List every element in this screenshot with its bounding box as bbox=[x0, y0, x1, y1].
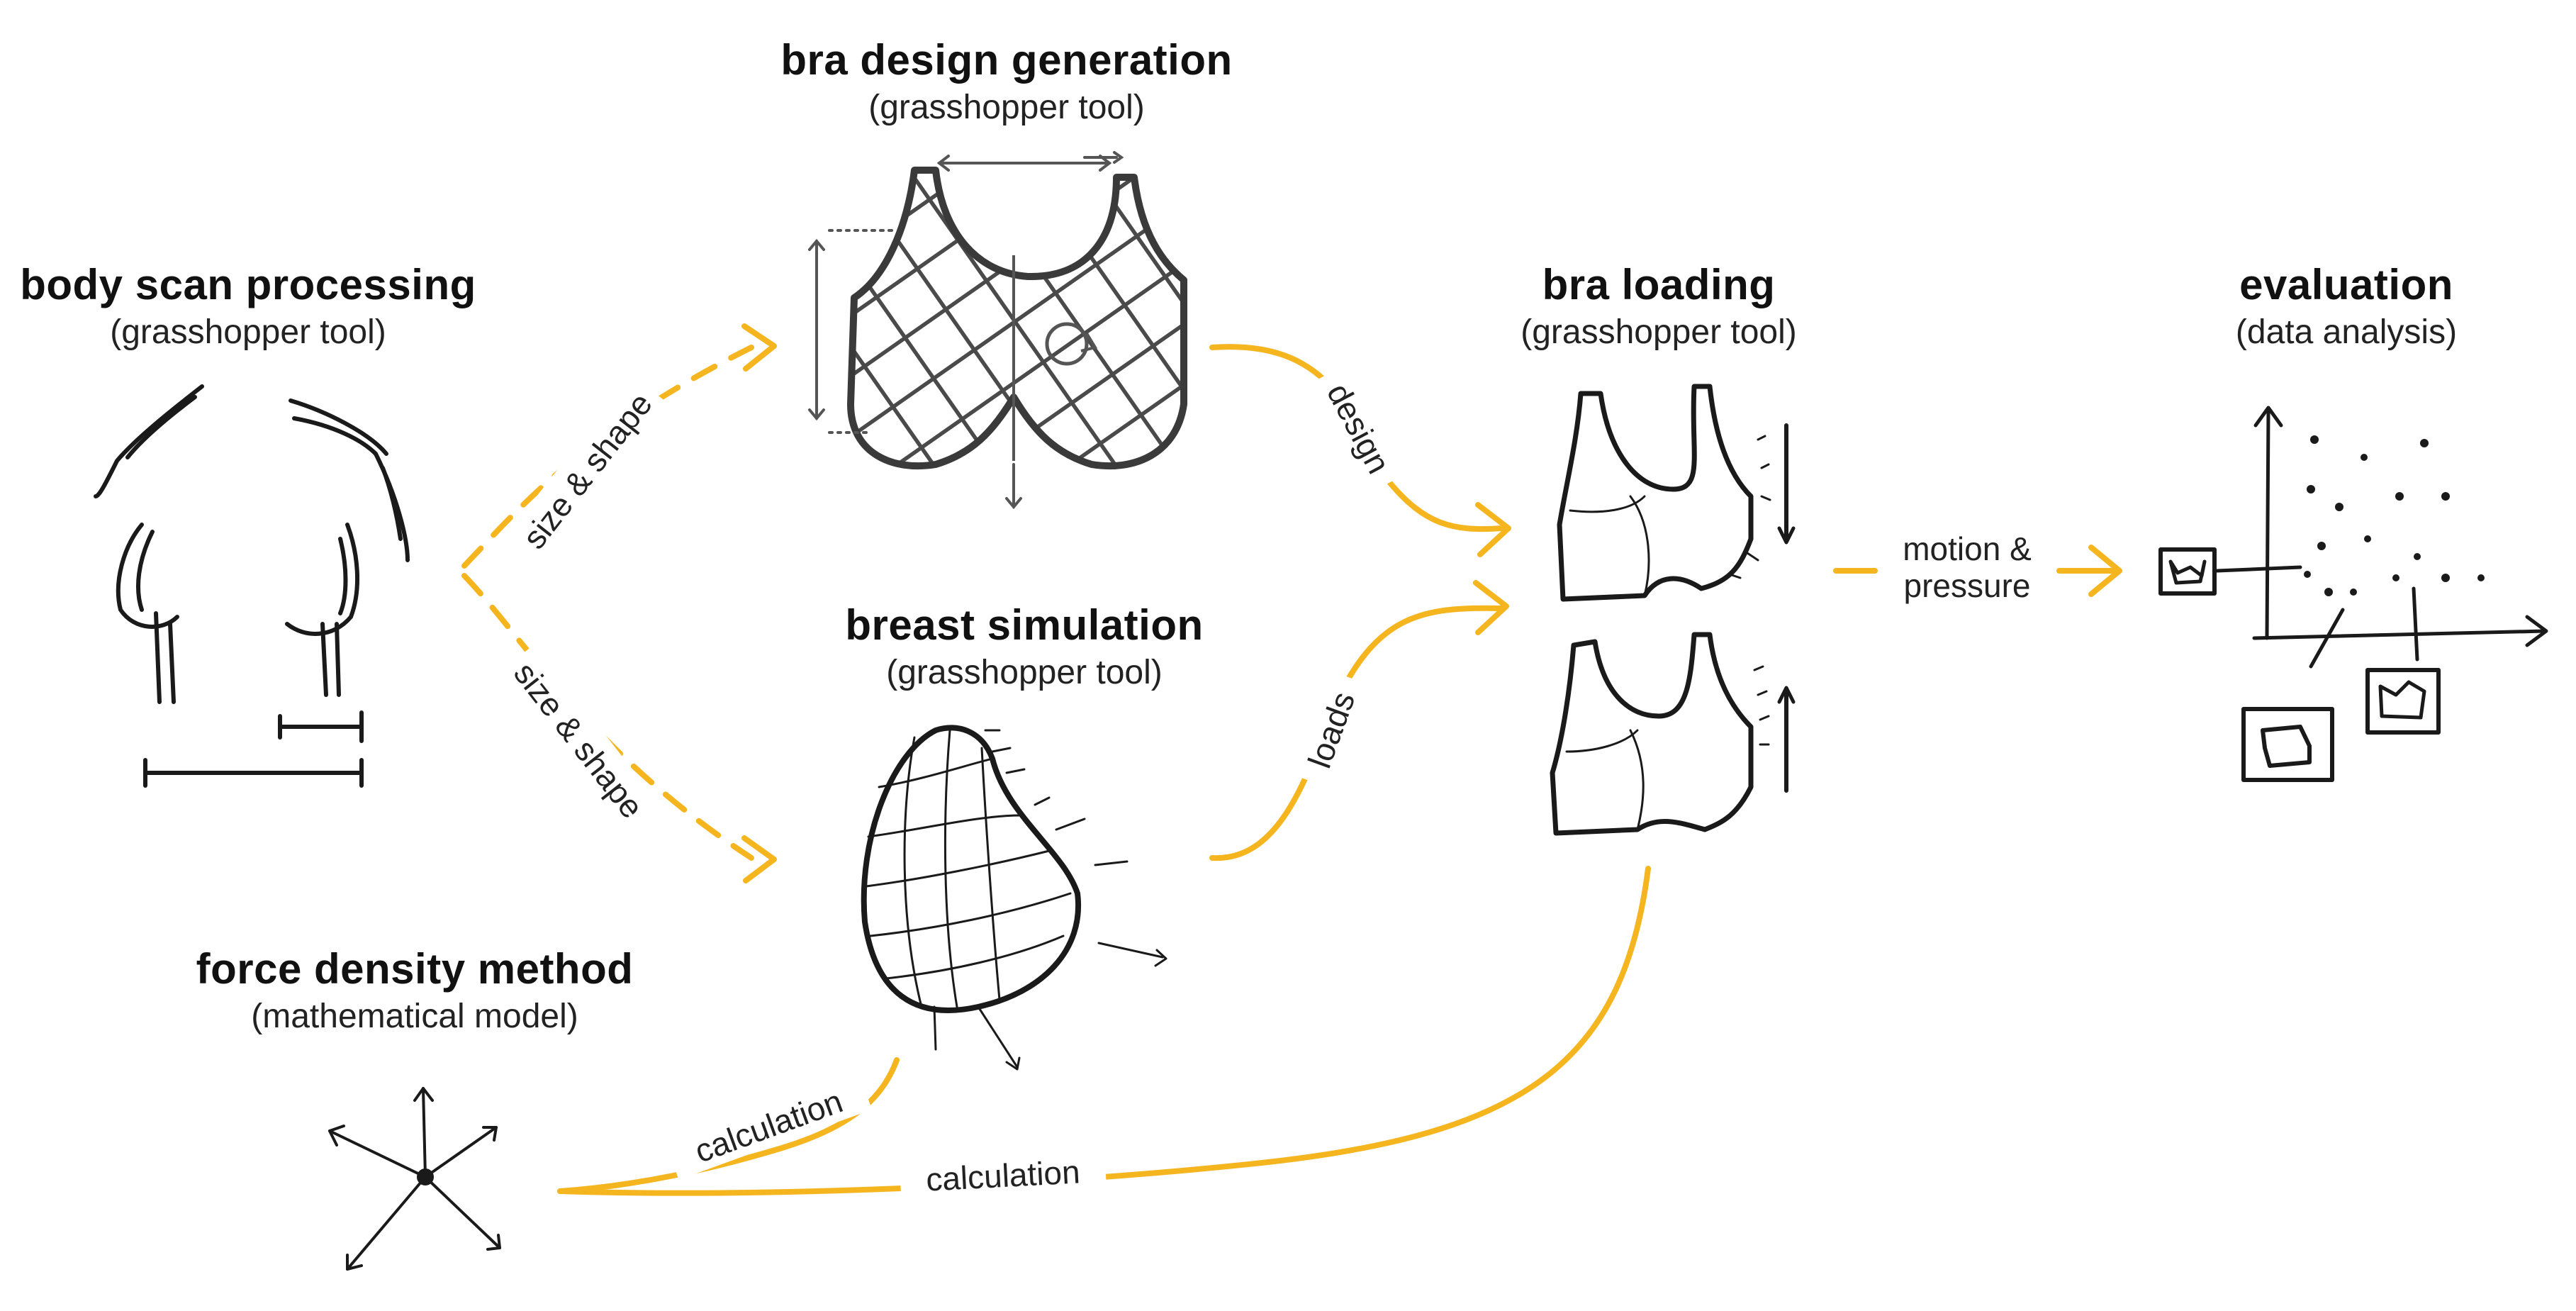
edge-label-size-shape-top: size & shape bbox=[505, 374, 666, 564]
edge-sim-to-loading bbox=[1209, 605, 1504, 861]
edge-label: calculation bbox=[925, 1153, 1081, 1198]
node-subtitle: (grasshopper tool) bbox=[868, 89, 1145, 126]
x-axis bbox=[2252, 629, 2547, 640]
bra-design-sketch bbox=[808, 151, 1187, 510]
node-title: evaluation bbox=[2239, 261, 2453, 308]
edge-label-motion-pressure: motion & pressure bbox=[1903, 530, 2032, 604]
edge-label-line2: pressure bbox=[1904, 567, 2031, 604]
node-title: breast simulation bbox=[845, 601, 1204, 649]
arrowhead-icon bbox=[2088, 545, 2122, 597]
breast-sim-sketch bbox=[861, 725, 1167, 1071]
node-bra-loading-label: bra loading (grasshopper tool) bbox=[1375, 259, 1942, 354]
force-density-icon bbox=[328, 1087, 501, 1271]
edge-fdm-to-loading bbox=[557, 866, 1651, 1196]
arrowhead-icon bbox=[1473, 580, 1509, 635]
node-subtitle: (grasshopper tool) bbox=[110, 313, 386, 351]
node-subtitle: (mathematical model) bbox=[251, 998, 578, 1035]
edge-fdm-to-sim bbox=[557, 1057, 900, 1194]
edge-label: size & shape bbox=[507, 655, 651, 825]
scatter-points bbox=[2304, 435, 2485, 596]
node-subtitle: (data analysis) bbox=[2235, 313, 2458, 351]
edge-label-size-shape-bottom: size & shape bbox=[500, 644, 661, 834]
node-title: force density method bbox=[196, 945, 634, 993]
body-scan-sketch bbox=[94, 384, 410, 788]
edge-label-loads: loads bbox=[1289, 669, 1370, 789]
arrowhead-icon bbox=[1475, 502, 1511, 557]
y-axis bbox=[2265, 409, 2270, 640]
node-bra-design-label: bra design generation (grasshopper tool) bbox=[723, 34, 1290, 129]
node-body-scan-label: body scan processing (grasshopper tool) bbox=[0, 259, 532, 354]
edge-label-line1: motion & bbox=[1903, 530, 2032, 567]
edge-label-calculation-loading: calculation bbox=[899, 1146, 1107, 1201]
node-title: bra design generation bbox=[780, 36, 1233, 84]
edge-scan-to-sim bbox=[461, 573, 754, 861]
arrowhead-icon bbox=[741, 323, 777, 372]
node-title: body scan processing bbox=[20, 261, 476, 308]
node-force-density-label: force density method (mathematical model… bbox=[131, 943, 698, 1038]
bra-loading-sketch-bottom bbox=[1550, 632, 1796, 836]
node-evaluation-label: evaluation (data analysis) bbox=[2063, 259, 2576, 354]
bra-loading-sketch-top bbox=[1557, 384, 1796, 602]
node-breast-sim-label: breast simulation (grasshopper tool) bbox=[741, 599, 1308, 694]
edge-label-design: design bbox=[1311, 362, 1410, 493]
node-subtitle: (grasshopper tool) bbox=[886, 654, 1163, 691]
edge-label: size & shape bbox=[515, 386, 659, 556]
arrowhead-icon bbox=[741, 835, 777, 883]
evaluation-sketch bbox=[2158, 406, 2548, 782]
node-subtitle: (grasshopper tool) bbox=[1521, 313, 1797, 351]
node-title: bra loading bbox=[1542, 261, 1776, 308]
